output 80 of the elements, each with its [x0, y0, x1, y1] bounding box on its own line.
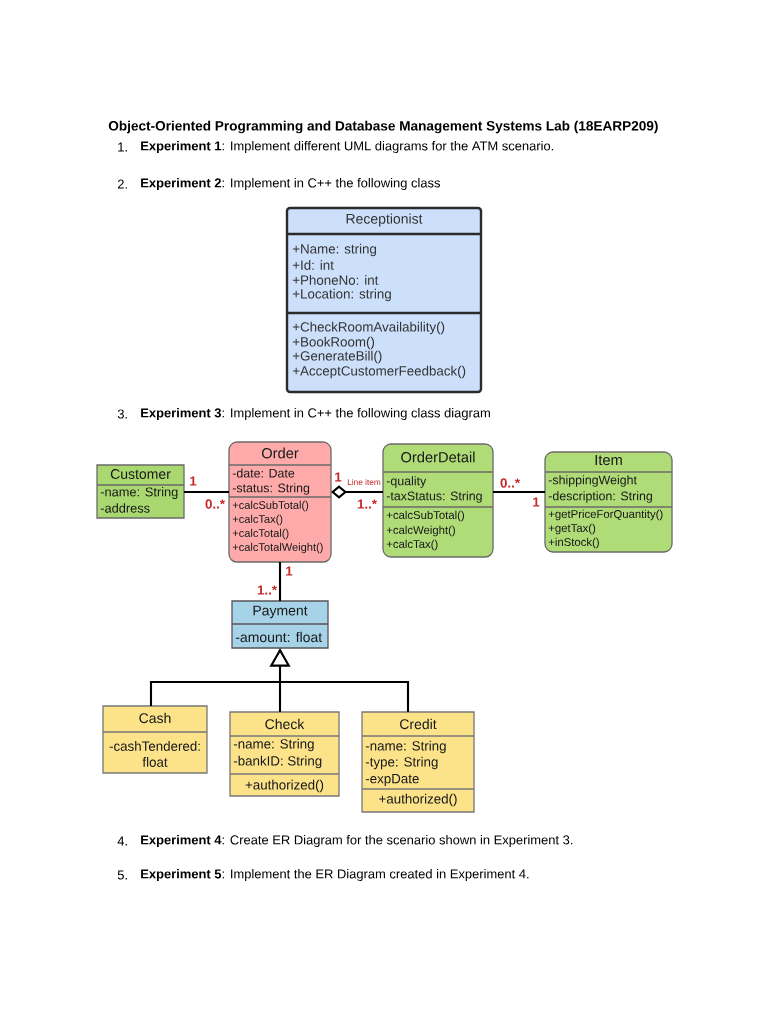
attribute-text: -description: String — [548, 491, 652, 503]
instruction-text: Experiment 2: Implement in C++ the following class — [141, 178, 440, 190]
method-text: +calcWeight() — [386, 525, 455, 537]
method-text: +GenerateBill() — [292, 350, 382, 364]
method-text: +authorized() — [379, 793, 457, 807]
attribute-text: -amount: float — [235, 631, 323, 643]
attribute-text: -name: String — [365, 740, 446, 754]
class-name: Credit — [400, 718, 437, 730]
connector-line — [280, 680, 410, 712]
multiplicity-label: 1..* — [257, 585, 277, 595]
attribute-text: -address — [100, 503, 150, 513]
class-box — [228, 441, 332, 563]
method-text: +calcTax() — [386, 539, 438, 551]
attribute-text: +Location: string — [292, 288, 391, 302]
method-text: +getTax() — [548, 523, 596, 535]
class-name: Receptionist — [346, 213, 423, 227]
class-name: Order — [261, 447, 299, 459]
class-box — [544, 451, 673, 553]
instruction-text: Experiment 4: Create ER Diagram for the scenario shown in Experiment 3. — [141, 835, 573, 848]
method-text: +BookRoom() — [292, 336, 375, 350]
edge-label: Line item — [346, 478, 382, 486]
class-box — [229, 711, 340, 797]
attribute-text: -shippingWeight — [548, 475, 637, 487]
method-text: +CheckRoomAvailability() — [292, 321, 445, 335]
attribute-text: -type: String — [365, 756, 438, 770]
multiplicity-label: 1 — [286, 566, 293, 576]
instruction-text: Experiment 3: Implement in C++ the following class diagram — [141, 408, 490, 421]
association-line — [493, 490, 545, 494]
class-name: Customer — [110, 469, 171, 479]
list-number: 5. — [117, 870, 127, 880]
association-line — [184, 490, 229, 494]
attribute-text: +PhoneNo: int — [292, 275, 379, 285]
class-name: Check — [265, 718, 305, 730]
class-name: Cash — [139, 712, 171, 724]
class-box — [96, 464, 185, 519]
class-box — [102, 705, 208, 774]
method-text: +calcTax() — [232, 514, 283, 526]
attribute-text: -quality — [386, 476, 427, 488]
connector-line — [149, 680, 280, 706]
multiplicity-label: 1 — [533, 497, 540, 507]
method-text: +calcTotal() — [232, 528, 289, 540]
method-text: +calcSubTotal() — [232, 500, 309, 512]
attribute-text: -cashTendered: float — [109, 741, 200, 767]
attribute-text: +Id: int — [292, 260, 334, 270]
list-number: 1. — [118, 142, 127, 152]
list-number: 3. — [117, 409, 127, 419]
multiplicity-label: 1 — [190, 476, 197, 486]
class-box — [361, 711, 475, 813]
attribute-text: -bankID: String — [233, 755, 322, 769]
method-text: +calcTotalWeight() — [232, 542, 323, 554]
method-text: +inStock() — [548, 537, 599, 549]
multiplicity-label: 1 — [335, 472, 342, 482]
page-title: Object-Oriented Programming and Database Management Systems Lab (18EARP209) — [108, 120, 658, 134]
attribute-text: -taxStatus: String — [386, 491, 482, 503]
multiplicity-label: 0..* — [500, 478, 520, 488]
attribute-text: +Name: string — [292, 243, 376, 257]
method-text: +calcSubTotal() — [386, 510, 464, 522]
method-text: +getPriceForQuantity() — [548, 509, 663, 521]
instruction-text: Experiment 1: Implement different UML diagrams for the ATM scenario. — [141, 141, 554, 153]
list-number: 4. — [117, 836, 127, 846]
attribute-text: -expDate — [365, 774, 419, 786]
list-number: 2. — [117, 179, 127, 189]
class-name: Payment — [253, 605, 308, 619]
attribute-text: -name: String — [233, 738, 314, 752]
class-box — [231, 600, 329, 649]
attribute-text: -date: Date — [232, 468, 295, 478]
method-text: +authorized() — [245, 779, 324, 793]
class-name: OrderDetail — [401, 451, 475, 463]
attribute-text: -name: String — [100, 487, 178, 499]
aggregation-line — [331, 485, 383, 499]
class-name: Item — [595, 454, 622, 466]
multiplicity-label: 1..* — [357, 499, 377, 509]
class-box — [382, 443, 494, 558]
class-box — [285, 206, 483, 394]
connector-line — [278, 682, 282, 712]
association-line — [278, 562, 282, 601]
method-text: +AcceptCustomerFeedback() — [292, 365, 466, 379]
attribute-text: -status: String — [232, 483, 310, 495]
multiplicity-label: 0..* — [205, 499, 225, 509]
instruction-text: Experiment 5: Implement the ER Diagram created in Experiment 4. — [141, 869, 529, 882]
